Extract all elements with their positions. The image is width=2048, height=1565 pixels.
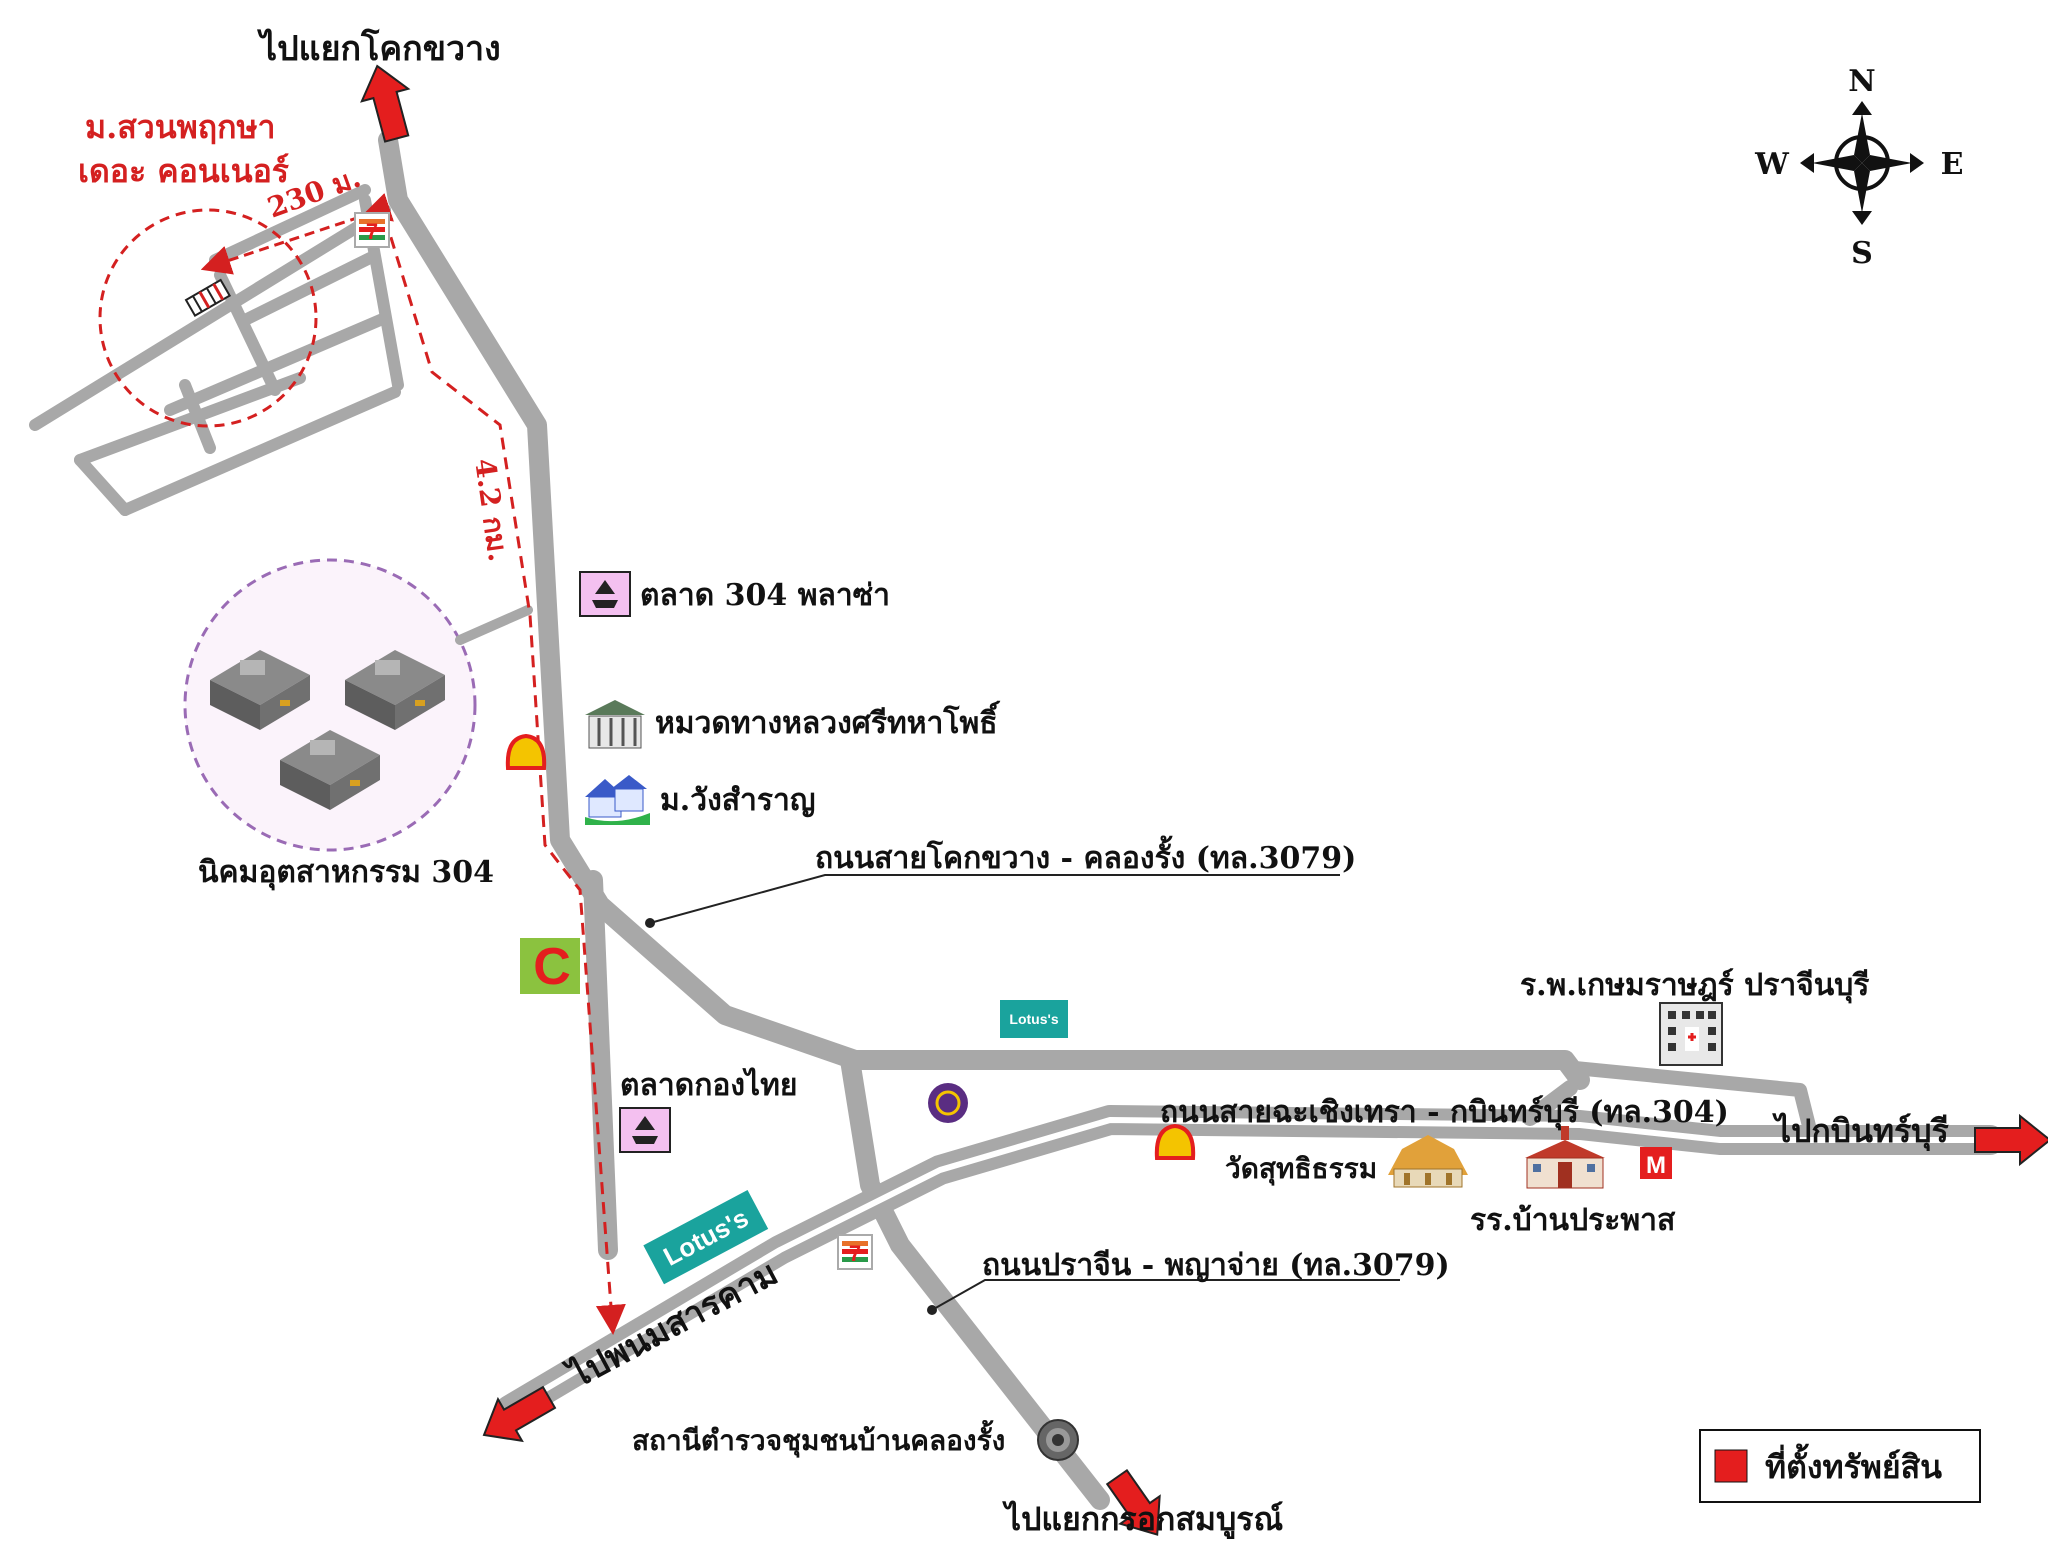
svg-text:M: M: [1646, 1152, 1666, 1179]
market-icon: [579, 571, 631, 617]
label-highway-office: หมวดทางหลวงศรีทหาโพธิ์: [655, 700, 1001, 741]
label-road-3079-north: ถนนสายโคกขวาง - คลองรั้ง (ทล.3079): [815, 835, 1356, 876]
label-wang-samran: ม.วังสำราญ: [660, 783, 815, 818]
arrow-southwest: [482, 1385, 557, 1443]
route-dashed-line: [383, 217, 626, 1335]
housing-icon: [585, 775, 650, 825]
label-market-kongthai: ตลาดกองไทย: [620, 1067, 797, 1103]
label-police: สถานีตำรวจชุมชนบ้านคลองรั้ง: [632, 1419, 1005, 1458]
seven-eleven-icon: 7: [837, 1234, 873, 1270]
compass-north: N: [1848, 64, 1875, 99]
compass-west: W: [1754, 147, 1790, 182]
bigc-icon: C: [520, 938, 580, 996]
leader-road-3079-north: [649, 874, 1340, 924]
label-hospital: ร.พ.เกษมราษฎร์ ปราจีนบุรี: [1520, 968, 1869, 1004]
factory-icon: [280, 730, 380, 810]
label-village-1: ม.สวนพฤกษา: [85, 108, 276, 146]
label-industrial-estate: นิคมอุตสาหกรรม 304: [198, 855, 494, 891]
label-to-krok-sombun: ไปแยกกรอกสมบูรณ์: [1002, 1500, 1283, 1540]
hospital-icon: [1659, 1002, 1723, 1066]
svg-text:7: 7: [366, 219, 378, 244]
school-icon: [1525, 1126, 1605, 1189]
label-distance-42: 4.2 กม.: [468, 456, 515, 563]
main-roads: [378, 130, 2005, 1510]
svg-text:Lotus's: Lotus's: [1009, 1011, 1058, 1027]
property-building-icon: [184, 278, 232, 317]
leader-road-3079-south: [931, 1279, 1400, 1311]
label-village-2: เดอะ คอนเนอร์: [78, 152, 289, 190]
compass-east: E: [1941, 147, 1964, 182]
arrow-north: [360, 64, 411, 143]
label-road-304: ถนนสายฉะเชิงเทรา - กบินทร์บุรี (ทล.304): [1160, 1095, 1729, 1131]
temple-icon: [1388, 1135, 1468, 1188]
village-zone: [98, 208, 318, 428]
market-icon: [619, 1107, 671, 1153]
svg-text:C: C: [533, 938, 571, 996]
label-road-3079-south: ถนนปราจีน - พญาจ่าย (ทล.3079): [982, 1248, 1450, 1283]
bank-icon: [928, 1083, 968, 1123]
industrial-estate-zone: [183, 558, 477, 852]
property-marker-icon: [1714, 1449, 1748, 1483]
arrow-south: [1105, 1468, 1161, 1536]
label-school: รร.บ้านประพาส: [1470, 1203, 1676, 1238]
factory-icon: [210, 650, 310, 730]
label-market-304: ตลาด 304 พลาซ่า: [640, 578, 890, 613]
legend: ที่ตั้งทรัพย์สิน: [1699, 1429, 1981, 1503]
legend-label: ที่ตั้งทรัพย์สิน: [1765, 1443, 1942, 1486]
compass-rose: N S E W: [1754, 64, 1963, 271]
arrow-east: [1974, 1113, 2048, 1167]
label-to-kabin: ไปกบินทร์บุรี: [1772, 1112, 1949, 1152]
seven-eleven-icon: 7: [354, 212, 390, 248]
svg-text:7: 7: [849, 1241, 861, 1266]
shell-icon: [1154, 1123, 1196, 1160]
label-temple: วัดสุทธิธรรม: [1225, 1152, 1377, 1186]
government-building-icon: [585, 700, 645, 749]
shell-icon: [505, 733, 547, 770]
lotus-icon: Lotus's: [1000, 1000, 1068, 1038]
compass-south: S: [1851, 236, 1873, 271]
m-marker-icon: M: [1640, 1147, 1672, 1179]
police-icon: [1037, 1419, 1079, 1461]
factory-icon: [345, 650, 445, 730]
label-to-khok-khwang: ไปแยกโคกขวาง: [257, 28, 501, 69]
distance-230-line: [200, 193, 394, 275]
